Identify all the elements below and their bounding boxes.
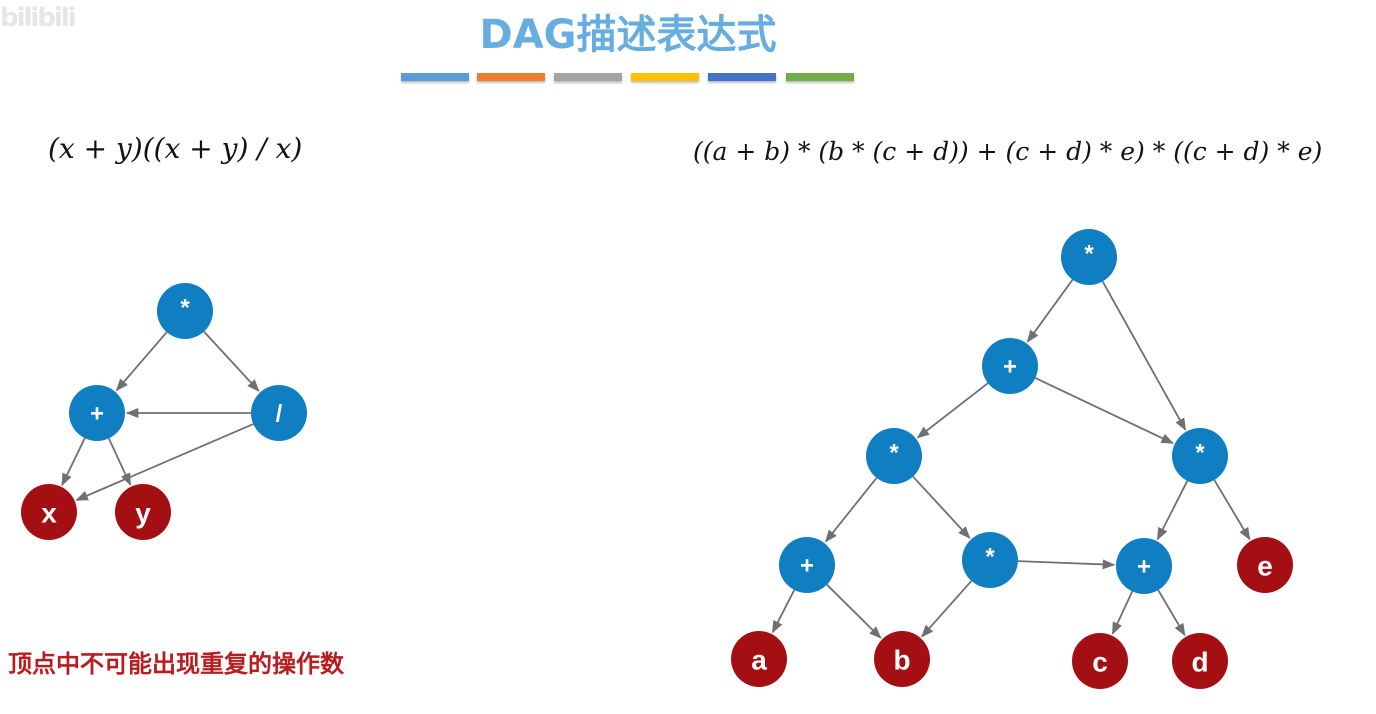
edge-R_mul_ce-to-R_e: [1213, 479, 1251, 541]
edge-R_mul_bcd-to-R_add_cd: [1017, 559, 1116, 570]
edge-R_mul_ce-to-R_add_cd: [1156, 480, 1189, 541]
node-R_c: c: [1072, 633, 1128, 689]
title-bar-orange: [477, 73, 545, 81]
title-bar-green: [786, 73, 854, 81]
node-R_mul_ce: *: [1172, 428, 1228, 484]
edge-L_mul-to-L_div: [203, 330, 260, 392]
node-label: b: [893, 645, 910, 676]
node-circle: [69, 385, 125, 441]
node-R_plus: +: [982, 338, 1038, 394]
node-circle: [866, 428, 922, 484]
node-circle: [731, 631, 787, 687]
node-circle: [982, 338, 1038, 394]
edge-R_plus-to-R_mul1: [916, 382, 989, 439]
node-R_add_ab: +: [779, 537, 835, 593]
node-label: *: [985, 544, 995, 571]
node-R_mul_bcd: *: [962, 532, 1018, 588]
node-label: y: [135, 498, 151, 529]
node-label: *: [1084, 241, 1094, 268]
edge-R_add_cd-to-R_c: [1111, 591, 1134, 635]
edge-R_mul1-to-R_mul_bcd: [912, 475, 971, 539]
edge-R_mul_bcd-to-R_b: [921, 580, 973, 638]
title-bar-gray: [554, 73, 622, 81]
node-R_e: e: [1237, 537, 1293, 593]
node-circle: [251, 385, 307, 441]
node-circle: [779, 537, 835, 593]
node-R_b: b: [874, 631, 930, 687]
edge-L_div-to-L_x: [75, 423, 254, 501]
node-circle: [21, 484, 77, 540]
node-label: x: [41, 498, 57, 529]
node-L_div: /: [251, 385, 307, 441]
node-label: *: [1195, 440, 1205, 467]
node-circle: [157, 283, 213, 339]
slide-title-text: DAG描述表达式: [479, 12, 777, 58]
node-label: +: [90, 401, 104, 428]
node-R_root: *: [1061, 229, 1117, 285]
left-expression: (x + y)((x + y) / x): [48, 132, 303, 165]
node-R_d: d: [1172, 633, 1228, 689]
node-R_mul1: *: [866, 428, 922, 484]
edge-R_add_ab-to-R_a: [771, 589, 796, 634]
node-circle: [1237, 537, 1293, 593]
node-label: /: [276, 401, 283, 428]
node-circle: [962, 532, 1018, 588]
edge-R_add_cd-to-R_d: [1157, 589, 1186, 637]
node-circle: [1172, 428, 1228, 484]
edge-L_add-to-L_x: [61, 437, 86, 487]
node-circle: [1172, 633, 1228, 689]
edge-R_root-to-R_plus: [1026, 279, 1074, 343]
edge-L_add-to-L_y: [107, 438, 132, 486]
edge-R_plus-to-R_mul_ce: [1034, 377, 1175, 444]
node-circle: [874, 631, 930, 687]
dag-nodes: * + / x y * + * * + * + e a b c d: [21, 229, 1293, 689]
edge-R_mul1-to-R_add_ab: [824, 477, 878, 543]
node-L_add: +: [69, 385, 125, 441]
node-label: c: [1092, 647, 1108, 678]
note-text: 顶点中不可能出现重复的操作数: [8, 650, 344, 678]
node-circle: [1072, 633, 1128, 689]
node-L_y: y: [115, 484, 171, 540]
edge-R_root-to-R_mul_ce: [1101, 281, 1187, 431]
node-label: *: [889, 440, 899, 467]
node-circle: [115, 484, 171, 540]
watermark-logo: bilibili: [0, 3, 77, 33]
node-circle: [1061, 229, 1117, 285]
right-expression: ((a + b) * (b * (c + d)) + (c + d) * e) …: [693, 137, 1323, 166]
edge-R_add_ab-to-R_b: [826, 584, 882, 639]
node-label: *: [180, 295, 190, 322]
node-L_mul: *: [157, 283, 213, 339]
node-circle: [1116, 538, 1172, 594]
node-label: +: [1137, 554, 1151, 581]
edge-L_mul-to-L_add: [115, 331, 168, 392]
title-bar-darkblue: [708, 73, 776, 81]
slide-title: DAG描述表达式: [400, 2, 856, 60]
node-L_x: x: [21, 484, 77, 540]
node-label: d: [1191, 647, 1208, 678]
title-bar-yellow: [631, 73, 699, 81]
title-bar-blue: [401, 73, 469, 81]
node-R_add_cd: +: [1116, 538, 1172, 594]
node-label: a: [751, 645, 767, 676]
node-label: +: [1003, 354, 1017, 381]
node-R_a: a: [731, 631, 787, 687]
node-label: +: [800, 553, 814, 580]
dag-edges: [61, 279, 1251, 639]
node-label: e: [1257, 551, 1273, 582]
